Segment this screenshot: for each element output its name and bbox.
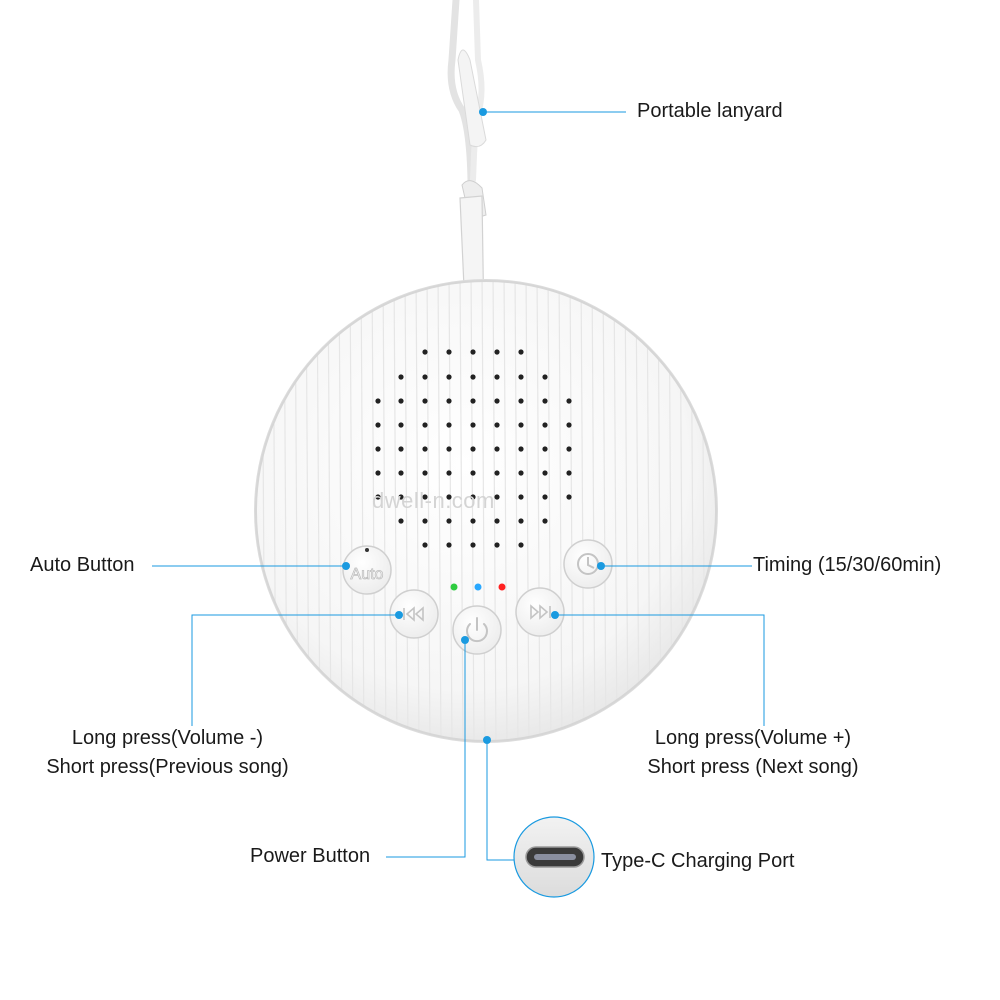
timing-button[interactable] — [563, 539, 613, 589]
next-button[interactable] — [515, 587, 565, 637]
auto-text-icon: Auto — [351, 566, 384, 583]
label-next-long-press: Long press(Volume +) — [654, 727, 852, 749]
status-leds — [450, 583, 506, 591]
usb-c-port-icon — [525, 846, 585, 868]
label-next-short-press: Short press (Next song) — [647, 756, 859, 778]
previous-track-icon — [403, 606, 424, 622]
type-c-port-inset — [513, 816, 595, 898]
watermark: dwell-n.com — [372, 488, 495, 513]
led-blue — [474, 583, 482, 591]
callout-lines — [152, 111, 765, 861]
label-previous-short-press: Short press(Previous song) — [46, 756, 289, 778]
label-previous-long-press: Long press(Volume -) — [71, 727, 264, 749]
label-power-button: Power Button — [250, 845, 371, 867]
label-timing: Timing (15/30/60min) — [753, 554, 942, 576]
led-red — [498, 583, 506, 591]
led-green — [450, 583, 458, 591]
previous-button[interactable] — [389, 589, 439, 639]
speaker-grille — [375, 349, 572, 548]
label-portable-lanyard: Portable lanyard — [637, 100, 783, 122]
power-button[interactable] — [452, 605, 502, 655]
callout-dots — [342, 108, 605, 744]
auto-button[interactable]: Auto — [342, 545, 392, 595]
next-track-icon — [530, 604, 551, 620]
label-charging-port: Type-C Charging Port — [601, 850, 795, 872]
power-icon — [466, 617, 488, 643]
label-auto-button: Auto Button — [30, 554, 135, 576]
device-body — [254, 279, 718, 743]
